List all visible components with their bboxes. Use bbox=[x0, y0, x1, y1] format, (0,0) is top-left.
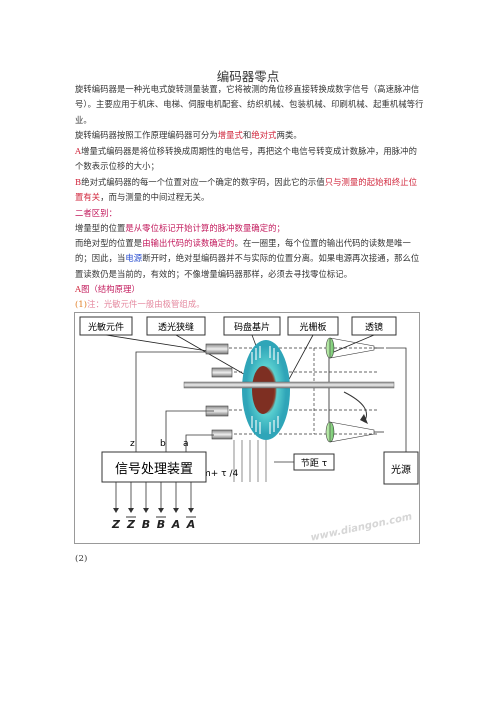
output-arrows bbox=[115, 482, 192, 510]
inc-pos-text: 增量型的位置 bbox=[75, 223, 126, 233]
label-grating: 光栅板 bbox=[299, 321, 326, 333]
label-b: B bbox=[75, 177, 82, 187]
note-text: 注：光敏元件一般由极管组成。 bbox=[87, 299, 205, 309]
label-pitch: 节距 τ bbox=[301, 458, 327, 469]
inc-pos-highlight: 是从零位标记开始计算的脉冲数量确定的； bbox=[125, 223, 285, 233]
fig-a-letter: A bbox=[75, 284, 82, 294]
label-disk: 码盘基片 bbox=[234, 321, 270, 333]
rotation-arrowhead bbox=[360, 414, 368, 424]
label-grating-box: 光栅板 bbox=[287, 316, 339, 336]
lens-top bbox=[325, 337, 384, 359]
incremental-term: 增量式 bbox=[217, 130, 243, 140]
absolute-highlight: 只与测量的起始和终止位置有关 bbox=[75, 177, 418, 203]
paragraph-types: 旋转编码器按照工作原理编码器可分为增量式和绝对式两类。 bbox=[75, 128, 425, 143]
page-title: 编码器零点 bbox=[216, 69, 280, 84]
label-source: 光源 bbox=[391, 463, 411, 476]
wire-b: b bbox=[160, 439, 166, 449]
signal-wires bbox=[135, 351, 214, 452]
light-source-wire bbox=[386, 347, 407, 452]
output-arrowheads bbox=[113, 508, 194, 513]
power-term: 电源 bbox=[125, 253, 143, 264]
paragraph-absolute-position: 而绝对型的位置是由输出代码的读数确定的。在一圈里，每个位置的输出代码的读数是唯一… bbox=[75, 236, 425, 282]
types-end: 两类。 bbox=[276, 130, 302, 140]
abs-pos-highlight: 由输出代码的读数确定的 bbox=[142, 238, 235, 248]
signal-processor-box: 信号处理装置 bbox=[101, 451, 207, 483]
label-disk-box: 码盘基片 bbox=[223, 316, 281, 336]
code-disk bbox=[242, 340, 290, 440]
output-z: Z bbox=[111, 518, 121, 531]
formula-text: m+ τ /4 bbox=[202, 469, 238, 479]
abs-pos-text: 而绝对型的位置是 bbox=[75, 238, 143, 248]
incremental-desc: 增量式编码器是将位移转换成周期性的电信号，再把这个电信号转变成计数脉冲，用脉冲的… bbox=[75, 146, 417, 172]
abs-pos-end: 断开时，绝对型编码器并不与实际的位置分离。如果电源再次接通，那么位置读数仍是当前… bbox=[75, 253, 420, 279]
and-text: 和 bbox=[242, 130, 252, 140]
wire-z: z bbox=[130, 439, 135, 449]
output-b: B bbox=[142, 518, 150, 531]
label-a: A bbox=[75, 146, 82, 156]
paragraph-intro: 旋转编码器是一种光电式旋转测量装置，它将被测的角位移直接转换成数字信号（高速脉冲… bbox=[75, 84, 424, 125]
output-a: A bbox=[171, 518, 181, 531]
output-z-bar: Z bbox=[126, 518, 136, 531]
label-lens: 透镜 bbox=[365, 321, 383, 333]
label-source-box: 光源 bbox=[383, 451, 419, 485]
absolute-end: ，而与测量的中间过程无关。 bbox=[100, 192, 210, 203]
sensor-top bbox=[205, 343, 233, 378]
lens-bottom bbox=[325, 421, 384, 443]
paragraph-incremental: A增量式编码器是将位移转换成周期性的电信号，再把这个电信号转变成计数脉冲，用脉冲… bbox=[75, 144, 425, 175]
label-processor: 信号处理装置 bbox=[115, 462, 193, 477]
label-slit-box: 透光狭缝 bbox=[146, 316, 206, 336]
label-pitch-box: 节距 τ bbox=[293, 453, 335, 471]
note-number: (1) bbox=[75, 299, 88, 309]
label-lens-box: 透镜 bbox=[351, 316, 397, 336]
output-a-bar: A bbox=[186, 518, 196, 531]
label-slit: 透光狭缝 bbox=[158, 321, 194, 333]
output-b-bar: B bbox=[157, 518, 165, 531]
paragraph-figure-a: A图（结构原理） bbox=[75, 282, 425, 297]
encoder-structure-diagram: 光敏元件 透光狭缝 码盘基片 光栅板 透镜 bbox=[74, 312, 420, 544]
types-text: 旋转编码器按照工作原理编码器可分为 bbox=[75, 130, 218, 140]
absolute-term: 绝对式 bbox=[251, 130, 277, 140]
paragraph-2: (2) bbox=[75, 554, 88, 564]
paragraph-absolute: B绝对式编码器的每一个位置对应一个确定的数字码，因此它的示值只与测量的起始和终止… bbox=[75, 175, 425, 206]
paragraph-incremental-position: 增量型的位置是从零位标记开始计算的脉冲数量确定的； bbox=[75, 221, 425, 236]
abs-pos-cont: 。在一圈里，每个位置的输出代码的读数是唯一的；因此，当 bbox=[75, 238, 411, 264]
paragraph-note: (1)注：光敏元件一般由极管组成。 bbox=[75, 297, 425, 312]
paragraph-difference-heading: 二者区别： bbox=[75, 208, 117, 218]
figure-frame bbox=[74, 312, 420, 544]
shaft bbox=[183, 381, 395, 389]
fig-a-caption: 图（结构原理） bbox=[81, 284, 140, 294]
output-labels: Z Z B B A A bbox=[111, 518, 195, 531]
absolute-desc: 绝对式编码器的每一个位置对应一个确定的数字码，因此它的示值 bbox=[81, 177, 325, 187]
label-photo-box: 光敏元件 bbox=[79, 316, 133, 336]
label-photo: 光敏元件 bbox=[88, 321, 124, 333]
pitch-marks bbox=[233, 440, 267, 482]
wire-a: a bbox=[183, 439, 189, 449]
